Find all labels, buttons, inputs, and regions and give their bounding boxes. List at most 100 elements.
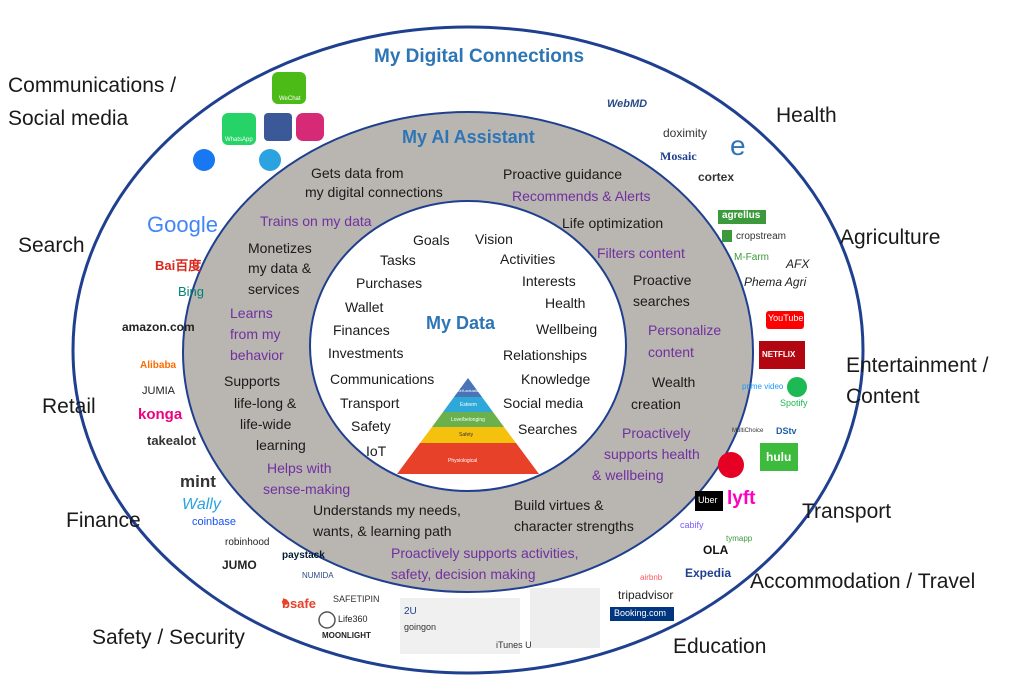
cortex-logo: cortex <box>698 170 735 184</box>
inner-ring <box>309 200 627 492</box>
baidu-logo: Bai百度 <box>155 258 202 273</box>
facebook-logo <box>264 113 292 141</box>
middle-item-filters-content: Filters content <box>597 245 685 261</box>
middle-ring-title: My AI Assistant <box>402 127 535 147</box>
data-purchases: Purchases <box>356 275 423 291</box>
data-searches: Searches <box>518 421 578 437</box>
data-safety: Safety <box>351 418 391 434</box>
cropstream-label: cropstream <box>736 231 787 242</box>
middle-item-sense-making: sense-making <box>263 481 351 497</box>
doximity-logo: doximity <box>663 126 708 140</box>
life360-logo <box>318 611 336 629</box>
middle-item-life-wide: life-wide <box>240 416 292 432</box>
afx-logo: AFX <box>786 257 810 271</box>
data-iot: IoT <box>366 443 387 459</box>
inner-ring-title: My Data <box>426 313 496 333</box>
paystack-logo: paystack <box>282 550 325 561</box>
middle-item-my-data-and: my data & <box>248 260 312 276</box>
data-investments: Investments <box>328 345 404 361</box>
dstv-logo: DStv <box>776 426 797 436</box>
middle-item-understands: Understands my needs, <box>313 502 461 518</box>
tymapp-logo: tymapp <box>726 534 753 543</box>
wechat-label: WeChat <box>279 96 301 102</box>
category-entertainment-line2: Content <box>846 385 920 408</box>
data-relationships: Relationships <box>503 347 588 363</box>
wally-logo: Wally <box>182 496 221 513</box>
middle-item-build-virtues: Build virtues & <box>514 497 604 513</box>
bsafe-logo: bsafe <box>282 596 316 611</box>
bsafe-dot <box>282 599 288 605</box>
jumo-logo: JUMO <box>222 558 257 572</box>
middle-item-safety-decision: safety, decision making <box>391 566 536 582</box>
youtube-label: YouTube <box>768 313 804 323</box>
education-logos-left <box>400 598 520 654</box>
data-wellbeing: Wellbeing <box>536 321 598 337</box>
data-communications: Communications <box>330 371 435 387</box>
category-search: Search <box>18 234 85 257</box>
middle-item-proactively-supports: Proactively supports activities, <box>391 545 579 561</box>
booking-label: Booking.com <box>614 608 667 618</box>
twou-logo: 2U <box>404 606 417 617</box>
middle-item-character: character strengths <box>514 518 634 534</box>
google-logo: Google <box>147 212 218 237</box>
category-accommodation: Accommodation / Travel <box>750 570 976 593</box>
hulu-label: hulu <box>766 450 792 464</box>
pyramid-label-self-actualization: Self-actualization <box>457 388 488 393</box>
coinbase-logo: coinbase <box>192 516 237 528</box>
middle-item-content: content <box>648 344 694 360</box>
pinterest-logo <box>718 452 744 478</box>
multichoice-logo: MultiChoice <box>732 428 764 434</box>
telegram-logo <box>259 149 281 171</box>
middle-item-personalize: Personalize <box>648 322 722 338</box>
middle-item-my-digital-connections: my digital connections <box>305 184 443 200</box>
phema-logo: Phema Agri <box>744 275 807 289</box>
spotify-logo <box>787 377 807 397</box>
data-transport: Transport <box>340 395 400 411</box>
cropstream-logo <box>722 230 732 242</box>
data-wallet: Wallet <box>345 299 384 315</box>
agrellus-label: agrellus <box>722 210 761 221</box>
e-logo: e <box>730 130 746 161</box>
mfarm-logo: M-Farm <box>734 252 769 263</box>
cabify-logo: cabify <box>680 520 704 530</box>
data-tasks: Tasks <box>380 252 416 268</box>
middle-item-recommends-alerts: Recommends & Alerts <box>512 188 651 204</box>
pyramid-label-safety: Safety <box>459 432 474 438</box>
category-safety: Safety / Security <box>92 626 245 649</box>
pyramid-level-safety <box>420 427 516 443</box>
data-knowledge: Knowledge <box>521 371 591 387</box>
category-finance: Finance <box>66 509 141 532</box>
tripadvisor-logo: tripadvisor <box>618 588 674 602</box>
middle-item-proactive: Proactive <box>633 272 692 288</box>
hulu-logo <box>760 443 798 471</box>
middle-item-life-long: life-long & <box>234 395 297 411</box>
middle-item-supports: Supports <box>224 373 281 389</box>
uber-logo <box>695 491 723 511</box>
instagram-logo <box>296 113 324 141</box>
webmd-logo: WebMD <box>607 98 648 110</box>
education-logos-right <box>530 588 600 648</box>
airbnb-logo: airbnb <box>640 573 663 582</box>
pyramid-label-esteem: Esteem <box>460 402 477 408</box>
amazon-logo: amazon.com <box>122 320 195 334</box>
pyramid-label-physiological: Physiological <box>448 458 478 464</box>
middle-item-gets-data: Gets data from <box>311 165 404 181</box>
whatsapp-label: WhatsApp <box>225 137 253 143</box>
life360-label: Life360 <box>338 614 368 624</box>
pyramid-level-self-actualization <box>454 378 482 397</box>
data-health: Health <box>545 295 586 311</box>
middle-item-learning: learning <box>256 437 306 453</box>
mosaic-logo: Mosaic <box>660 149 697 163</box>
middle-item-proactive-guidance: Proactive guidance <box>503 166 623 182</box>
mint-logo: mint <box>180 472 216 491</box>
middle-item-searches: searches <box>633 293 690 309</box>
uber-label: Uber <box>698 495 718 505</box>
middle-item-behavior: behavior <box>230 347 284 363</box>
wechat-logo <box>272 72 306 104</box>
category-health: Health <box>776 104 837 127</box>
netflix-logo <box>759 341 805 369</box>
middle-item-wants: wants, & learning path <box>313 523 452 539</box>
data-activities: Activities <box>500 251 556 267</box>
category-retail: Retail <box>42 395 96 418</box>
